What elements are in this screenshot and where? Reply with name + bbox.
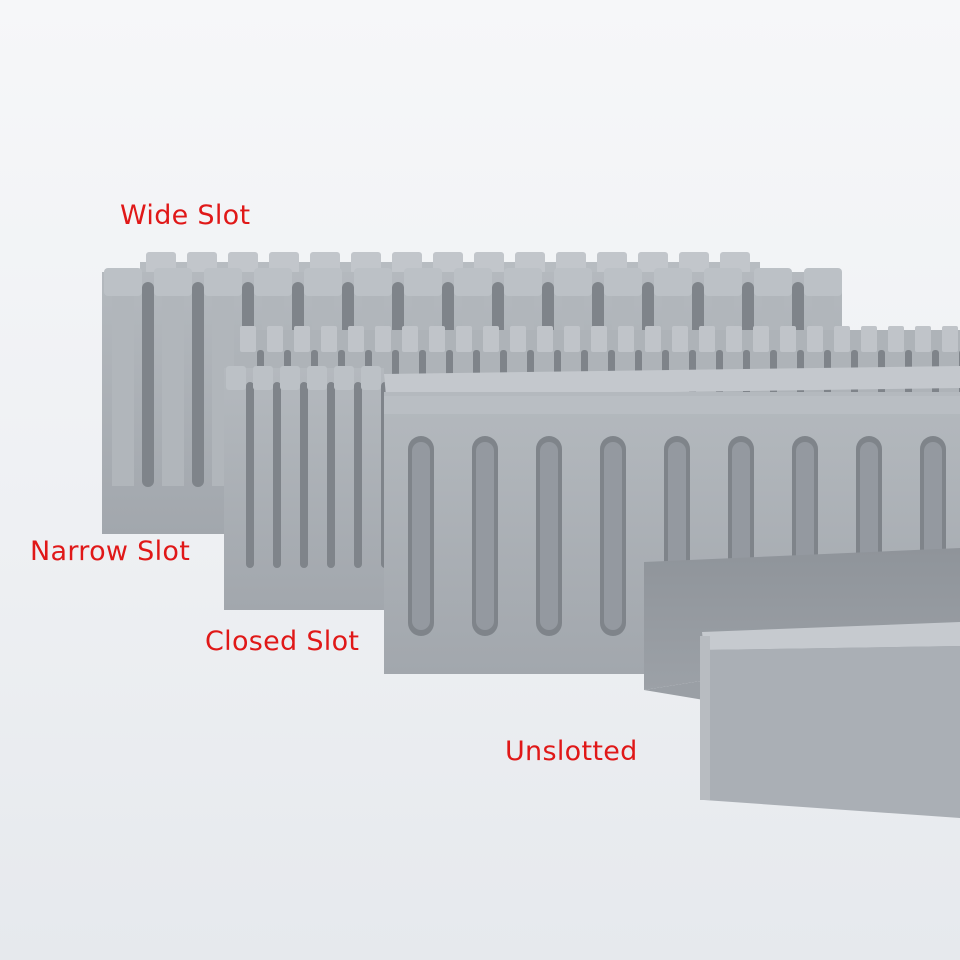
narrow-slot-gap (354, 382, 362, 568)
narrow-back-tooth (375, 326, 391, 352)
closed-slot-inner (604, 442, 622, 630)
narrow-back-tooth (294, 326, 310, 352)
wide-tooth-head (604, 268, 642, 296)
label-unslotted: Unslotted (505, 736, 638, 767)
wide-tooth-head (754, 268, 792, 296)
narrow-back-tooth (348, 326, 364, 352)
wide-tooth-head (204, 268, 242, 296)
narrow-slot-gap (327, 382, 335, 568)
narrow-back-tooth (240, 326, 256, 352)
narrow-back-tooth (321, 326, 337, 352)
narrow-back-tooth (483, 326, 499, 352)
wide-tooth-head (554, 268, 592, 296)
wide-tooth-head (154, 268, 192, 296)
unslotted-duct (644, 548, 960, 818)
narrow-tooth-head (253, 366, 273, 390)
wide-tooth-head (454, 268, 492, 296)
narrow-back-tooth (564, 326, 580, 352)
closed-slot-inner (476, 442, 494, 630)
wide-tooth-stem (162, 296, 184, 486)
narrow-back-tooth (645, 326, 661, 352)
wide-back-tooth (433, 252, 463, 274)
narrow-back-tooth (672, 326, 688, 352)
closed-slot-inner (540, 442, 558, 630)
narrow-back-tooth (807, 326, 823, 352)
narrow-slot-gap (300, 382, 308, 568)
narrow-back-tooth (726, 326, 742, 352)
narrow-tooth-head (307, 366, 327, 390)
narrow-back-tooth (429, 326, 445, 352)
label-wide-slot: Wide Slot (120, 200, 251, 231)
closed-slot-lip (384, 396, 960, 414)
wide-tooth-stem (112, 296, 134, 486)
wide-tooth-head (654, 268, 692, 296)
wide-tooth-head (804, 268, 842, 296)
wide-tooth-head (354, 268, 392, 296)
narrow-back-tooth (942, 326, 958, 352)
wide-slot-gap (192, 282, 204, 487)
wide-slot-gap (142, 282, 154, 487)
narrow-back-tooth (510, 326, 526, 352)
unslotted-left-edge (700, 636, 710, 800)
narrow-back-tooth (915, 326, 931, 352)
narrow-back-tooth (834, 326, 850, 352)
wide-tooth-head (404, 268, 442, 296)
label-narrow-slot: Narrow Slot (30, 536, 191, 567)
narrow-back-tooth (402, 326, 418, 352)
narrow-tooth-head (334, 366, 354, 390)
wide-tooth-head (304, 268, 342, 296)
wide-tooth-head (704, 268, 742, 296)
closed-slot-inner (412, 442, 430, 630)
label-closed-slot: Closed Slot (205, 626, 360, 657)
narrow-back-tooth (888, 326, 904, 352)
wide-tooth-head (254, 268, 292, 296)
narrow-back-tooth (456, 326, 472, 352)
narrow-back-tooth (267, 326, 283, 352)
narrow-slot-gap (246, 382, 254, 568)
narrow-slot-front-teeth (226, 366, 389, 568)
narrow-back-tooth (861, 326, 877, 352)
unslotted-top-lip (702, 622, 960, 650)
narrow-tooth-head (361, 366, 381, 390)
unslotted-front-face (704, 646, 960, 818)
narrow-tooth-head (280, 366, 300, 390)
narrow-back-tooth (537, 326, 553, 352)
narrow-back-tooth (591, 326, 607, 352)
closed-slot-top-rim (384, 366, 960, 396)
narrow-back-tooth (780, 326, 796, 352)
wide-tooth-head (504, 268, 542, 296)
narrow-back-tooth (618, 326, 634, 352)
narrow-slot-gap (273, 382, 281, 568)
narrow-back-tooth (699, 326, 715, 352)
wide-tooth-head (104, 268, 142, 296)
narrow-tooth-head (226, 366, 246, 390)
narrow-back-tooth (753, 326, 769, 352)
